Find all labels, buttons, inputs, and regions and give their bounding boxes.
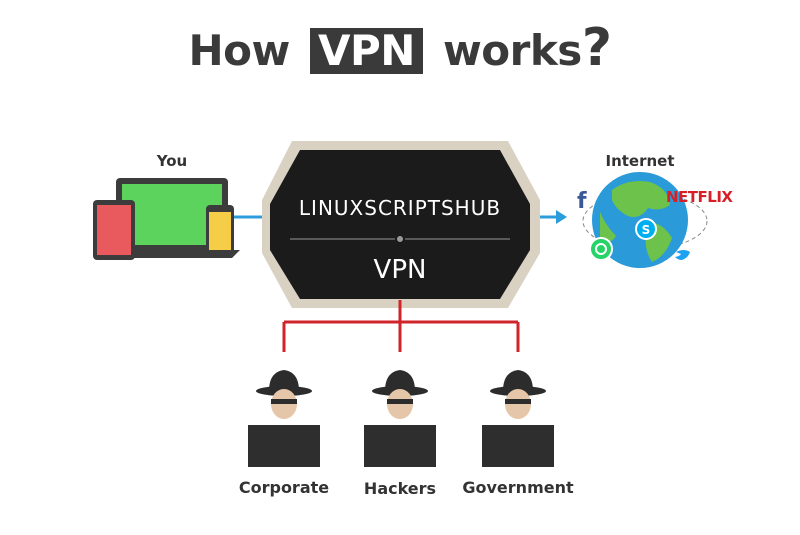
svg-text:S: S — [642, 223, 651, 237]
phone-icon — [206, 205, 234, 258]
label-internet: Internet — [605, 152, 675, 170]
facebook-icon: f — [577, 189, 587, 214]
threat-label-corporate: Corporate — [238, 478, 330, 497]
title-highlight: VPN — [309, 28, 423, 74]
title-suffix: works — [443, 26, 582, 75]
title-prefix: How — [188, 26, 291, 75]
netflix-logo: NETFLIX — [666, 188, 733, 206]
whatsapp-icon — [589, 237, 613, 261]
threat-label-hackers: Hackers — [363, 479, 437, 498]
hub-name: VPN — [373, 255, 427, 285]
twitter-icon — [675, 250, 690, 260]
threat-label-government: Government — [462, 478, 574, 497]
title-punctuation: ? — [581, 18, 612, 78]
spy-icon-government — [482, 370, 554, 467]
vpn-hub — [262, 141, 540, 308]
tablet-icon — [93, 200, 135, 260]
hub-brand: LINUXSCRIPTSHUB — [298, 196, 502, 220]
spy-icon-corporate — [248, 370, 320, 467]
svg-text:f: f — [577, 189, 587, 214]
page-title: How VPN works? — [0, 18, 800, 78]
threat-connectors — [282, 300, 520, 352]
skype-icon: S — [635, 218, 657, 240]
label-you: You — [156, 152, 188, 170]
laptop-icon — [104, 178, 240, 258]
spy-icon-hackers — [364, 370, 436, 467]
